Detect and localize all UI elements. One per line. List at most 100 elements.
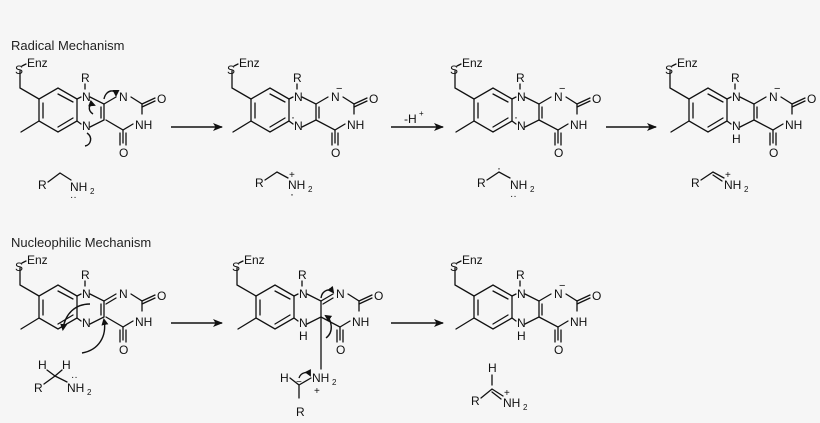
svg-text:R: R [293, 71, 302, 85]
negative-charge: − [336, 83, 342, 95]
svg-text:R: R [81, 268, 90, 282]
svg-text:H: H [62, 358, 71, 372]
svg-text:··: ·· [70, 192, 77, 203]
svg-text:NH: NH [570, 118, 587, 132]
svg-text:·: · [514, 110, 518, 124]
adduct-amine: H R NH 2 + − [280, 368, 337, 419]
flavin-reduced-anion: N N H N − NH O O R S Enz [665, 56, 816, 160]
svg-text:Enz: Enz [244, 253, 265, 267]
svg-text:N: N [517, 119, 526, 133]
svg-text:NH: NH [570, 315, 587, 329]
svg-text:Enz: Enz [27, 253, 48, 267]
proton-charge: + [419, 109, 424, 118]
svg-text:N: N [732, 119, 741, 133]
svg-text:N: N [517, 287, 526, 301]
carbon-radical-amine: R · NH 2 ·· [477, 161, 535, 202]
svg-text:O: O [374, 289, 383, 303]
svg-text:2: 2 [308, 185, 313, 194]
svg-text:+: + [289, 170, 295, 181]
svg-text:N: N [336, 287, 345, 301]
svg-text:R: R [255, 176, 264, 190]
svg-text:O: O [554, 146, 563, 160]
svg-text:Enz: Enz [462, 56, 483, 70]
svg-text:N: N [769, 90, 778, 104]
svg-text:R: R [731, 71, 740, 85]
svg-text:R: R [516, 71, 525, 85]
svg-text:H: H [517, 329, 526, 343]
svg-text:H: H [488, 361, 497, 375]
svg-text:N: N [119, 287, 128, 301]
svg-text:NH: NH [135, 315, 152, 329]
svg-text:O: O [336, 343, 345, 357]
svg-text:N: N [82, 316, 91, 330]
svg-text:R: R [34, 381, 43, 395]
svg-text:Enz: Enz [677, 56, 698, 70]
enzyme-label: Enz [27, 56, 48, 70]
iminium-product-nucleophilic: H R NH 2 + [471, 361, 528, 412]
svg-text:O: O [331, 146, 340, 160]
curved-arrow-icon [320, 285, 335, 299]
svg-text:2: 2 [744, 185, 749, 194]
nucleophilic-mechanism-title: Nucleophilic Mechanism [11, 235, 152, 250]
svg-text:NH: NH [724, 178, 741, 192]
svg-text:NH: NH [503, 396, 520, 410]
svg-text:NH: NH [347, 118, 364, 132]
svg-text:2: 2 [87, 388, 92, 397]
n5-label: N [294, 119, 303, 133]
amine-radical-cation: R NH 2 + · [255, 170, 313, 201]
n5-label: N [82, 119, 91, 133]
svg-text:−: − [774, 83, 780, 95]
svg-text:NH: NH [312, 371, 329, 385]
svg-text:N: N [331, 90, 340, 104]
flavin-reduced-product: N N H N − NH O O R S Enz [450, 253, 601, 357]
svg-text:R: R [298, 268, 307, 282]
flavin-semiquinone-2: N N · N − NH O O R S Enz [450, 56, 601, 160]
svg-text:··: ·· [510, 191, 517, 202]
flavin-semiquinone: N N · N − NH O O R S Enz [227, 56, 378, 160]
svg-text:NH: NH [785, 118, 802, 132]
svg-text:Enz: Enz [239, 56, 260, 70]
n10-label: N [82, 90, 91, 104]
o2-label: O [157, 92, 166, 106]
svg-text:N: N [82, 287, 91, 301]
svg-text:O: O [807, 92, 816, 106]
r-label: R [81, 71, 90, 85]
svg-text:O: O [119, 343, 128, 357]
svg-text:O: O [554, 343, 563, 357]
svg-text:NH: NH [352, 315, 369, 329]
svg-text:H: H [299, 329, 308, 343]
svg-text:S: S [232, 260, 240, 274]
sulfur-label: S [15, 63, 23, 77]
o4-label: O [119, 146, 128, 160]
svg-text:S: S [227, 63, 235, 77]
svg-text:N: N [299, 316, 308, 330]
svg-text:O: O [157, 289, 166, 303]
svg-text:H: H [280, 371, 289, 385]
svg-text:N: N [517, 90, 526, 104]
svg-text:R: R [516, 268, 525, 282]
svg-text:2: 2 [523, 403, 528, 412]
svg-text:Enz: Enz [462, 253, 483, 267]
n3-label: NH [135, 118, 152, 132]
svg-text:2: 2 [90, 187, 95, 196]
radical-dot: · [291, 110, 295, 124]
svg-text:NH: NH [288, 178, 305, 192]
deprotonation-label: -H [404, 112, 417, 126]
svg-text:S: S [15, 260, 23, 274]
svg-text:N: N [554, 287, 563, 301]
svg-text:−: − [559, 280, 565, 292]
svg-text:−: − [296, 377, 302, 388]
svg-text:R: R [471, 394, 480, 408]
iminium-product: R NH 2 + [691, 170, 749, 194]
svg-text:NH: NH [67, 381, 84, 395]
svg-text:+: + [314, 386, 320, 397]
amine-substrate: R NH 2 ·· [38, 172, 95, 203]
svg-text:S: S [450, 260, 458, 274]
svg-text:·: · [497, 161, 501, 175]
svg-text:N: N [299, 287, 308, 301]
svg-text:−: − [559, 83, 565, 95]
flavin-c4a-adduct: N N H N NH O O R S Enz [232, 253, 383, 370]
flavin-oxidized-nucleophilic-start: N N N NH O O R S Enz [15, 253, 166, 357]
svg-text:R: R [691, 176, 700, 190]
